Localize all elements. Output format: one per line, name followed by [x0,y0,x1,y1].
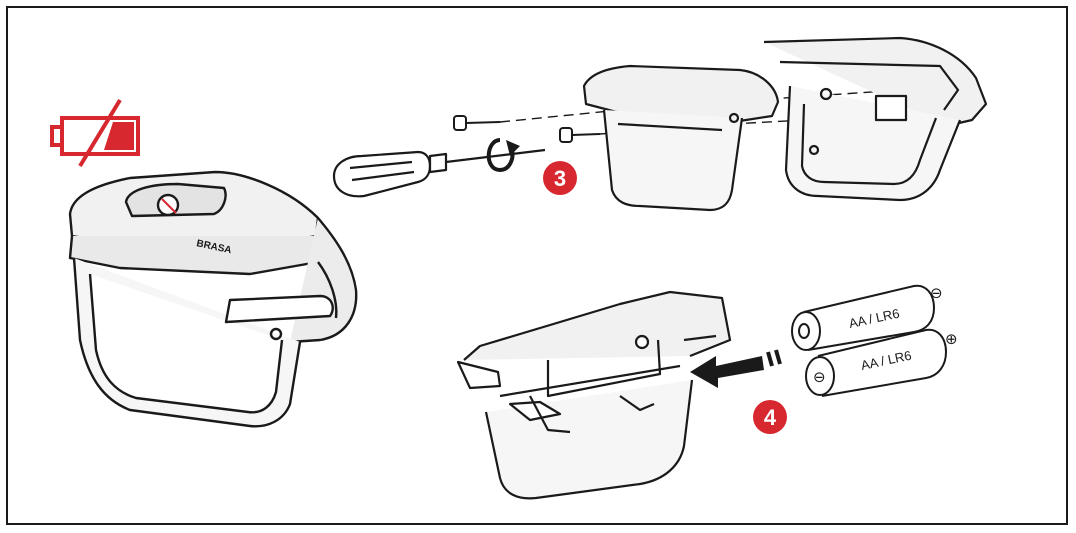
diagram-frame [6,6,1068,525]
svg-text:4: 4 [764,405,777,430]
screwdriver-icon [332,148,546,198]
screw-top [453,115,501,131]
step-badge-3: 3 [543,161,577,195]
battery-cell-lower [805,328,948,397]
battery-cell-lower-end-sign: ⊖ [813,368,826,386]
insert-arrow-icon [690,349,782,388]
screw-bottom [559,127,601,143]
battery-cell-lower-sign: ⊕ [945,330,958,348]
low-battery-icon [50,98,140,168]
rotate-arrow-icon [486,138,520,173]
battery-cell-upper [791,284,936,351]
svg-text:3: 3 [554,166,566,191]
open-device-top [763,36,988,202]
detached-lid [582,64,780,212]
battery-cell-upper-sign: ⊖ [930,284,943,302]
step-badge-4: 4 [753,400,787,434]
closed-device-illustration [68,170,358,428]
open-device-bottom [456,290,732,500]
